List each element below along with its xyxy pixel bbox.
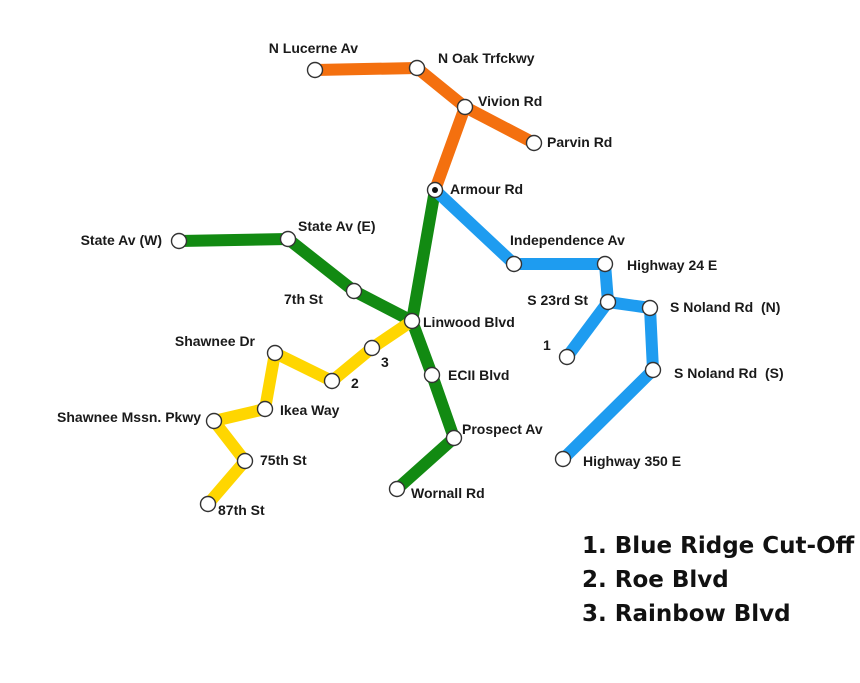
station-n-lucerne-av[interactable] — [306, 61, 324, 79]
station-ikea-way[interactable] — [256, 400, 274, 418]
legend-item-3: 3. Rainbow Blvd — [582, 601, 791, 627]
label-75th-st: 75th St — [260, 452, 307, 468]
station-highway-24-e[interactable] — [596, 255, 614, 273]
station-state-av-e[interactable] — [279, 230, 297, 248]
label-vivion-rd: Vivion Rd — [478, 93, 542, 109]
station-independence-av[interactable] — [505, 255, 523, 273]
blue-line-branch — [561, 296, 614, 363]
label-linwood-blvd: Linwood Blvd — [423, 314, 515, 330]
green-line — [391, 184, 460, 495]
station-yellow-2[interactable] — [323, 372, 341, 390]
station-linwood-blvd[interactable] — [403, 312, 421, 330]
station-blue-1[interactable] — [558, 348, 576, 366]
label-parvin-rd: Parvin Rd — [547, 134, 612, 150]
legend: 1. Blue Ridge Cut-Off 2. Roe Blvd 3. Rai… — [582, 533, 855, 627]
station-shawnee-mssn-pkwy[interactable] — [205, 412, 223, 430]
station-s-noland-rd-s[interactable] — [644, 361, 662, 379]
station-armour-rd-center-dot — [432, 187, 438, 193]
label-blue-1: 1 — [543, 337, 551, 353]
orange-line-branch — [429, 101, 471, 196]
label-ikea-way: Ikea Way — [280, 402, 340, 418]
label-ecii-blvd: ECII Blvd — [448, 367, 509, 383]
station-prospect-av[interactable] — [445, 429, 463, 447]
label-highway-24-e: Highway 24 E — [627, 257, 717, 273]
label-yellow-3: 3 — [381, 354, 389, 370]
station-state-av-w[interactable] — [170, 232, 188, 250]
label-s-23rd-st: S 23rd St — [527, 292, 588, 308]
station-s-23rd-st[interactable] — [599, 293, 617, 311]
station-ecii-blvd[interactable] — [423, 366, 441, 384]
station-wornall-rd[interactable] — [388, 480, 406, 498]
station-75th-st[interactable] — [236, 452, 254, 470]
label-highway-350-e: Highway 350 E — [583, 453, 681, 469]
label-shawnee-dr: Shawnee Dr — [175, 333, 256, 349]
label-s-noland-rd-n: S Noland Rd (N) — [670, 299, 780, 315]
station-7th-st[interactable] — [345, 282, 363, 300]
station-vivion-rd[interactable] — [456, 98, 474, 116]
station-yellow-3[interactable] — [363, 339, 381, 357]
yellow-line — [202, 315, 418, 510]
label-n-oak-trfckwy: N Oak Trfckwy — [438, 50, 535, 66]
label-independence-av: Independence Av — [510, 232, 625, 248]
station-highway-350-e[interactable] — [554, 450, 572, 468]
station-shawnee-dr[interactable] — [266, 344, 284, 362]
station-s-noland-rd-n[interactable] — [641, 299, 659, 317]
label-7th-st: 7th St — [284, 291, 323, 307]
label-shawnee-mssn-pkwy: Shawnee Mssn. Pkwy — [57, 409, 201, 425]
green-line-west-branch — [173, 233, 418, 327]
label-armour-rd: Armour Rd — [450, 181, 523, 197]
label-87th-st: 87th St — [218, 502, 265, 518]
label-yellow-2: 2 — [351, 375, 359, 391]
label-state-av-e: State Av (E) — [298, 218, 376, 234]
legend-item-2: 2. Roe Blvd — [582, 567, 729, 593]
label-wornall-rd: Wornall Rd — [411, 485, 485, 501]
legend-item-1: 1. Blue Ridge Cut-Off — [582, 533, 855, 559]
label-prospect-av: Prospect Av — [462, 421, 543, 437]
station-parvin-rd[interactable] — [525, 134, 543, 152]
station-87th-st[interactable] — [199, 495, 217, 513]
label-state-av-w: State Av (W) — [81, 232, 162, 248]
orange-line — [309, 62, 540, 149]
label-n-lucerne-av: N Lucerne Av — [269, 40, 358, 56]
station-n-oak-trfckwy[interactable] — [408, 59, 426, 77]
label-s-noland-rd-s: S Noland Rd (S) — [674, 365, 784, 381]
